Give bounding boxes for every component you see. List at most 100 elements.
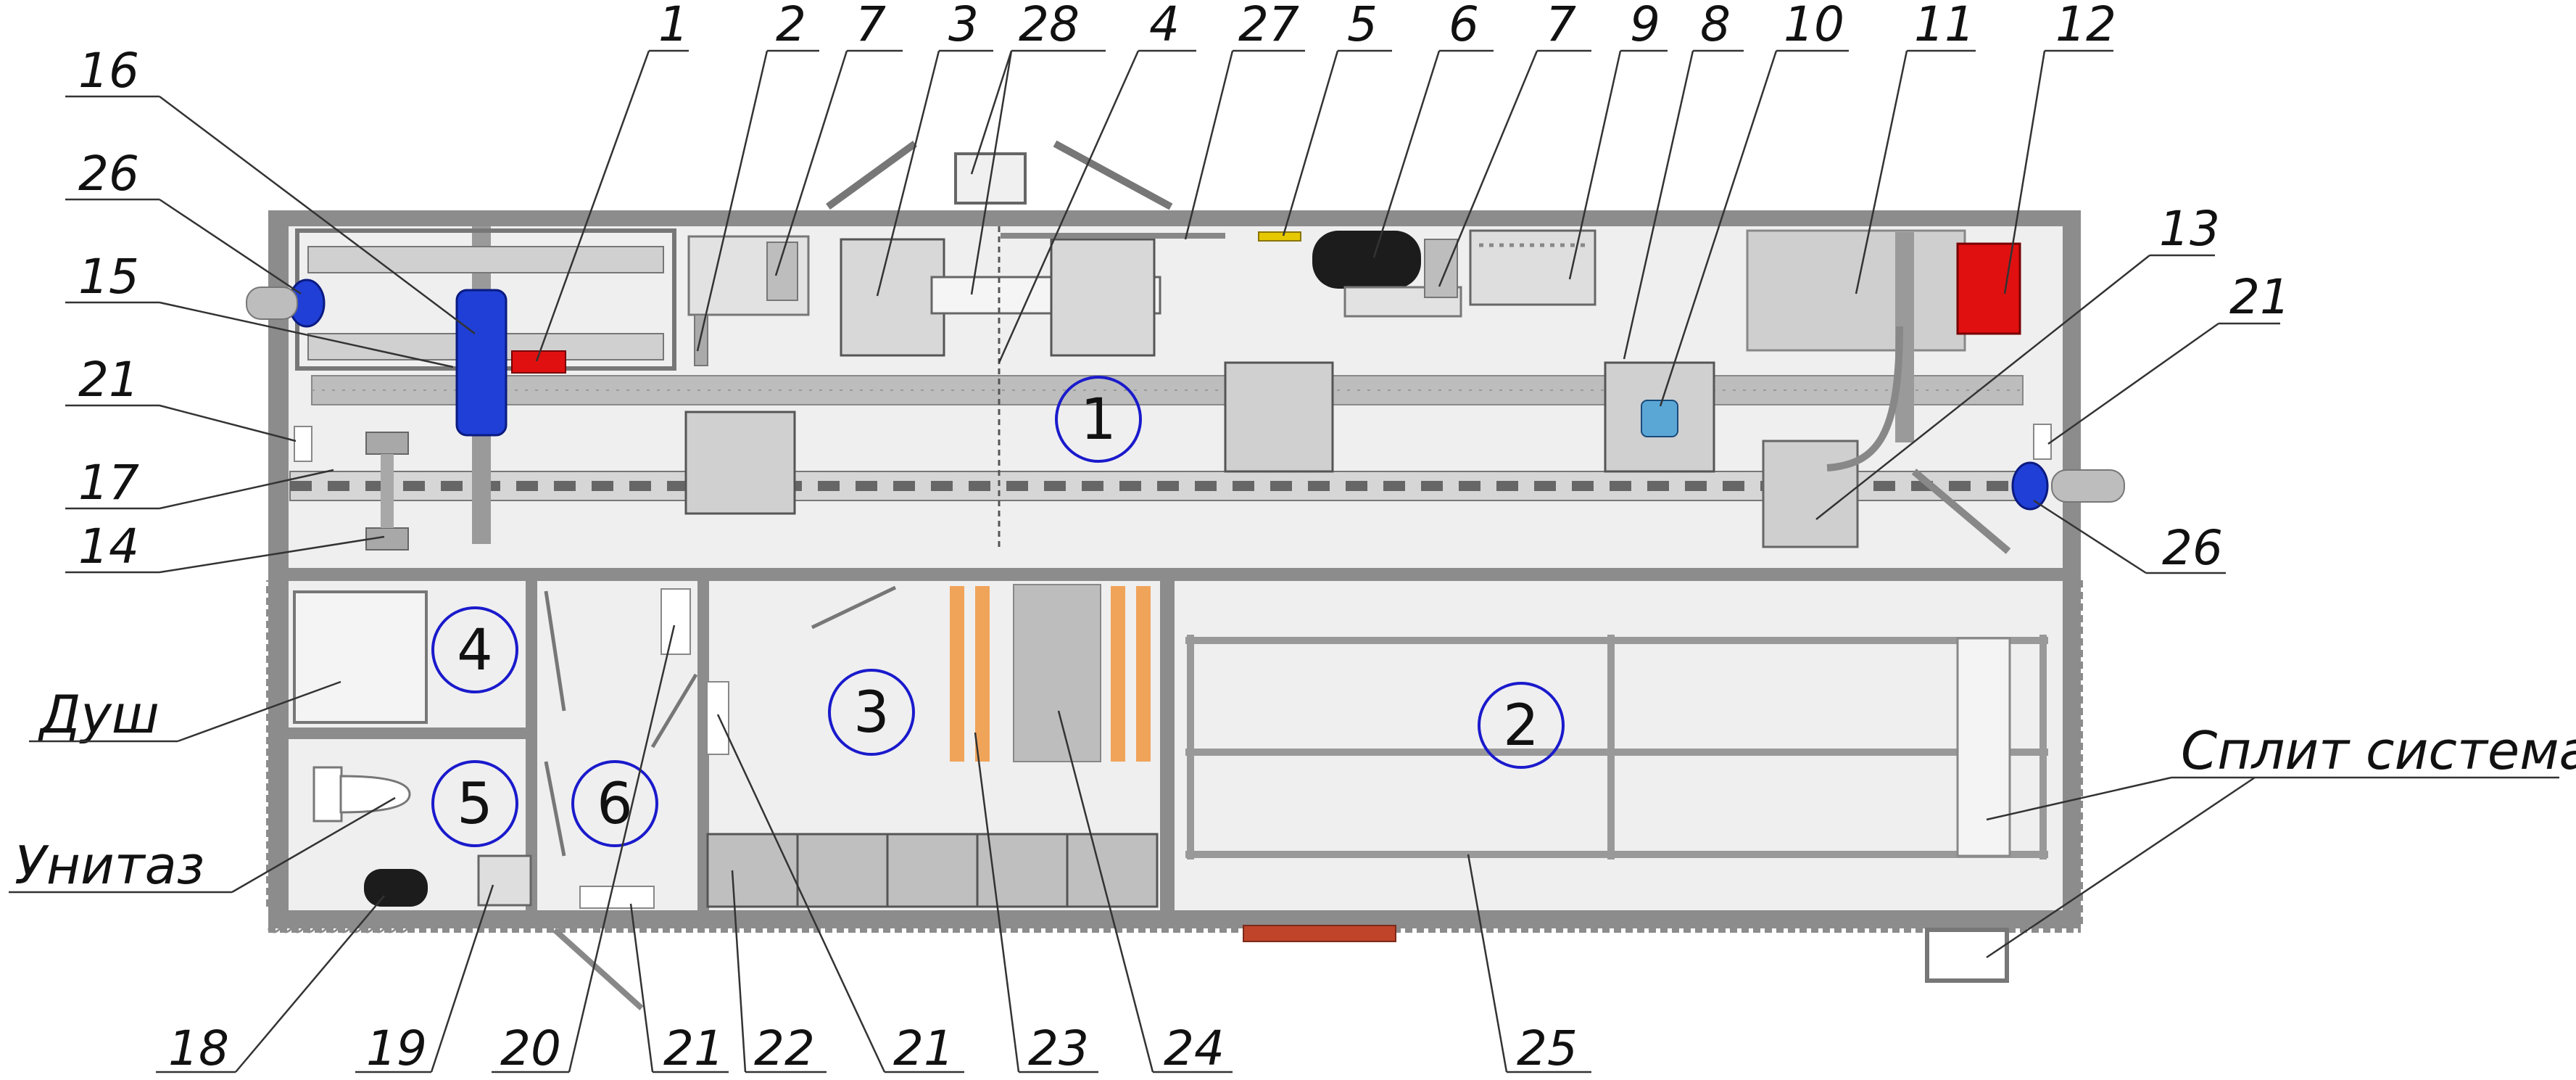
callout-21-left: 21 <box>78 352 139 408</box>
table-left <box>684 411 796 515</box>
partition-room2 <box>1160 581 1175 910</box>
unit-3 <box>840 238 945 357</box>
leader-26-right <box>2033 499 2147 574</box>
leader-26-left <box>159 198 302 295</box>
roof-slope-left <box>826 140 917 210</box>
callout-21-bottom-b: 21 <box>893 1021 954 1076</box>
unit-13 <box>1762 440 1859 548</box>
callout-15: 15 <box>78 249 139 305</box>
leader-18 <box>235 895 385 1073</box>
leader-2 <box>696 50 769 352</box>
leader-14 <box>159 535 385 574</box>
zone-circle-5 <box>431 760 518 847</box>
lockers-22 <box>706 833 1159 908</box>
leader-11 <box>1855 50 1908 294</box>
callout-17: 17 <box>78 455 139 511</box>
callout-4: 4 <box>1149 0 1180 52</box>
leader-21-left <box>159 404 297 442</box>
callout-9: 9 <box>1630 0 1660 52</box>
callout-21-right: 21 <box>2229 269 2290 325</box>
leader-toilet <box>231 796 396 894</box>
leader-9 <box>1568 50 1622 280</box>
frame-bar-top <box>307 246 664 273</box>
leader-8 <box>1623 50 1694 360</box>
zone-circle-6 <box>571 760 658 847</box>
callout-7-left: 7 <box>856 0 886 52</box>
callout-18: 18 <box>168 1021 229 1076</box>
wall-bottom <box>268 910 2081 928</box>
partition-shower-wc <box>289 727 537 739</box>
leader-21a <box>629 903 654 1073</box>
door-6b <box>544 761 566 857</box>
callout-6: 6 <box>1449 0 1479 52</box>
zone-label-2: 2 <box>1503 693 1539 759</box>
fan-right <box>2011 461 2049 511</box>
leader-split-b <box>1986 776 2256 959</box>
bench-23a <box>950 586 964 762</box>
leader-28b <box>970 50 1013 295</box>
leader-17 <box>159 469 334 510</box>
item-2-post <box>694 314 708 366</box>
callout-3: 3 <box>948 0 979 52</box>
leader-21b <box>716 714 886 1073</box>
heater-18 <box>364 869 428 907</box>
sink-7a-panel <box>766 242 798 301</box>
label-shower: Душ <box>38 684 160 745</box>
label-toilet: Унитаз <box>15 835 204 896</box>
partition-bath <box>526 581 537 910</box>
hose-13 <box>1826 326 1903 471</box>
partition-vestibule <box>697 581 709 910</box>
leader-19 <box>430 884 494 1073</box>
box-21-left <box>294 426 312 462</box>
leader-7-right <box>1438 50 1538 287</box>
callout-26-right: 26 <box>2162 520 2223 576</box>
heater-bottom <box>1243 925 1396 942</box>
box-21-right <box>2033 424 2052 460</box>
callout-19: 19 <box>366 1021 427 1076</box>
callout-7-right: 7 <box>1546 0 1576 52</box>
leader-21-right <box>2047 322 2219 445</box>
leader-10 <box>1659 50 1778 407</box>
tank-6 <box>1312 231 1421 289</box>
callout-14: 14 <box>78 519 139 574</box>
ramp-bottom <box>552 928 644 1010</box>
zone-label-1: 1 <box>1080 387 1117 453</box>
clamp-14-top <box>365 432 409 455</box>
leader-6 <box>1372 50 1441 258</box>
callout-10: 10 <box>1784 0 1844 52</box>
callout-12: 12 <box>2055 0 2116 52</box>
sink-19 <box>477 854 532 907</box>
callout-11: 11 <box>1914 0 1975 52</box>
leader-3 <box>876 50 940 297</box>
zone-label-4: 4 <box>457 618 493 683</box>
callout-25: 25 <box>1517 1021 1578 1076</box>
callout-20: 20 <box>500 1021 561 1076</box>
leader-27 <box>1184 50 1234 240</box>
leader-5 <box>1282 50 1339 236</box>
label-split: Сплит система <box>2181 720 2576 781</box>
callout-24: 24 <box>1164 1021 1225 1076</box>
leader-1 <box>535 50 650 362</box>
leader-23 <box>974 732 1020 1073</box>
leader-16 <box>159 96 476 334</box>
callout-22: 22 <box>754 1021 815 1076</box>
bench-23c <box>1111 586 1125 762</box>
box-20 <box>660 588 691 655</box>
callout-8: 8 <box>1700 0 1731 52</box>
ramp-right <box>1911 469 2011 554</box>
callout-2: 2 <box>776 0 806 52</box>
callout-26-left: 26 <box>78 146 139 202</box>
door-6a <box>544 590 566 712</box>
leader-20 <box>568 624 676 1073</box>
zone-circle-1 <box>1055 376 1142 463</box>
zone-label-3: 3 <box>853 680 890 746</box>
leader-13 <box>1815 255 2150 520</box>
zone-circle-3 <box>828 669 915 756</box>
item-5-yellow <box>1258 231 1301 242</box>
bench-23d <box>1136 586 1151 762</box>
leader-7-left <box>774 50 848 276</box>
callout-21-bottom-a: 21 <box>663 1021 724 1076</box>
box-21-mid <box>706 681 729 755</box>
unit-27-left <box>1050 238 1156 357</box>
callout-5: 5 <box>1347 0 1378 52</box>
